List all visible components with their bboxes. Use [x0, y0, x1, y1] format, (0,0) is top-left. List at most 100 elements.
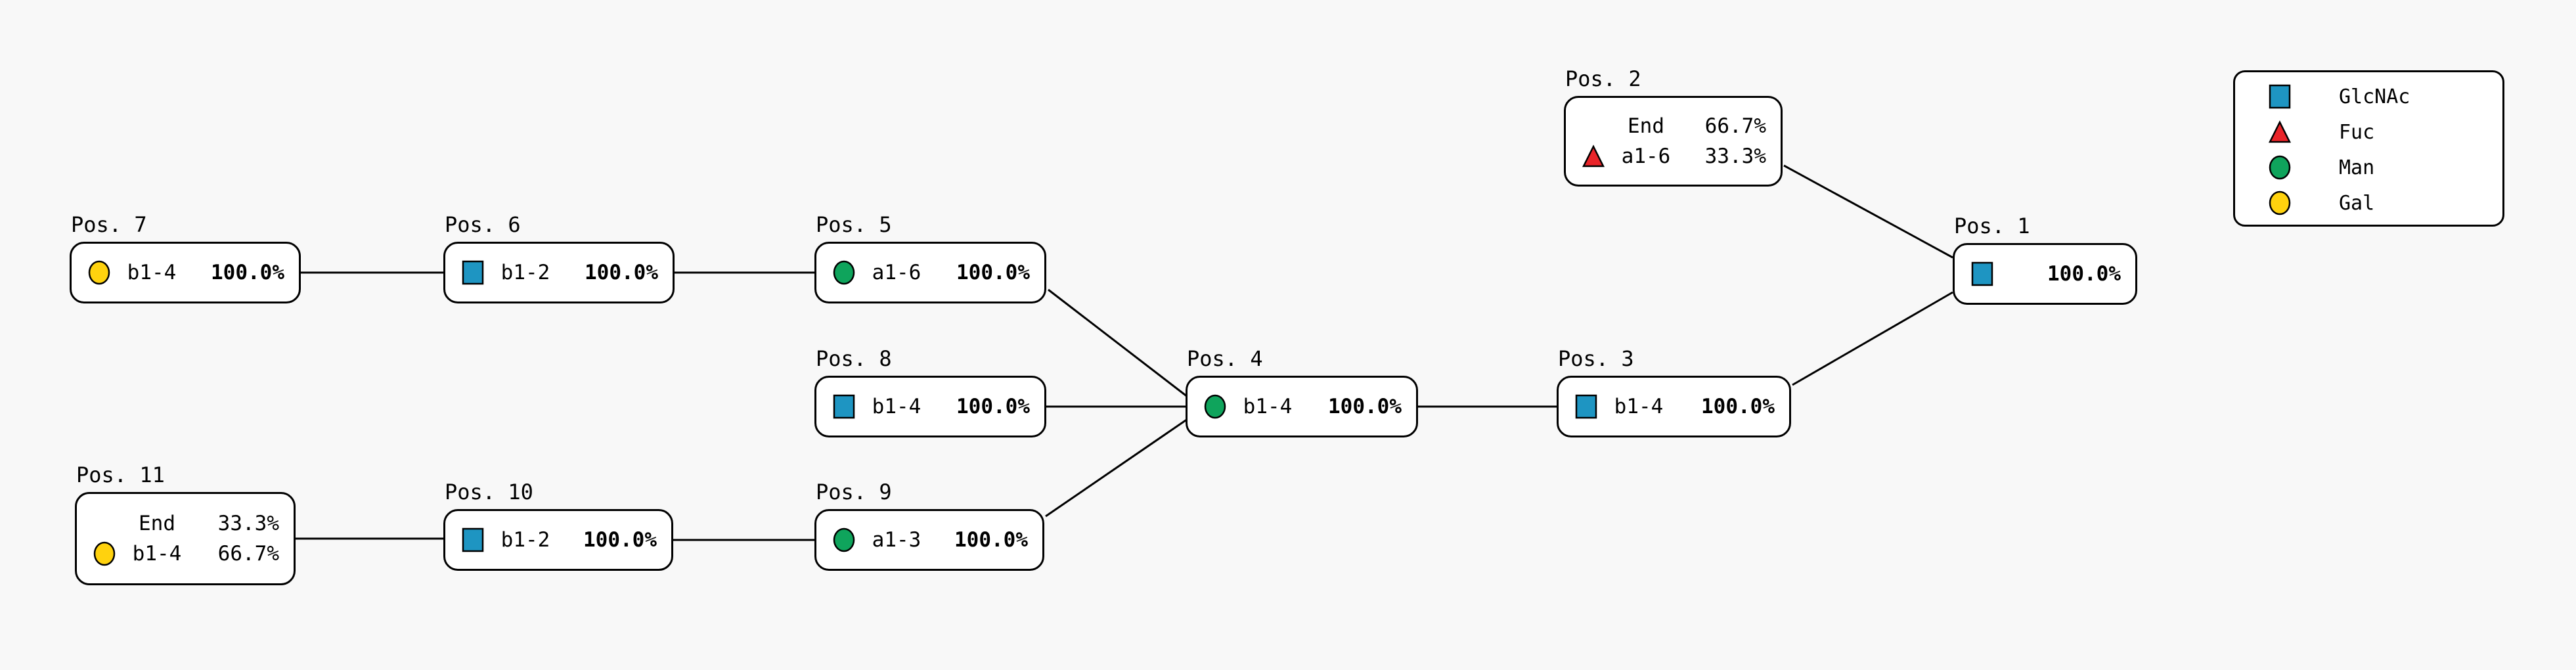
- legend-label: GlcNAc: [2339, 85, 2410, 108]
- node-row: a1-6 33.3%: [1566, 141, 1781, 171]
- edge-pos-5-to-pos-4: [1048, 288, 1188, 398]
- linkage-label: b1-4: [132, 542, 182, 566]
- linkage-label: b1-2: [500, 261, 550, 284]
- gal-circle-icon: [2268, 190, 2292, 216]
- edge-pos-3-to-pos-1: [1792, 291, 1953, 386]
- linkage-label: b1-2: [500, 528, 550, 552]
- glcnac-square-icon: [461, 259, 485, 286]
- node-row: a1-6 100.0%: [816, 257, 1044, 288]
- node-box: b1-4 100.0%: [1557, 376, 1791, 437]
- edge-pos-9-to-pos-4: [1045, 418, 1188, 518]
- glycan-node-pos-5: Pos. 5 a1-6 100.0%: [814, 214, 1046, 303]
- linkage-label: b1-4: [872, 395, 922, 418]
- legend-row-man: Man: [2235, 150, 2502, 185]
- linkage-label: b1-4: [127, 261, 177, 284]
- node-position-label: Pos. 8: [816, 346, 892, 371]
- node-position-label: Pos. 11: [76, 462, 165, 487]
- node-box: a1-3 100.0%: [814, 509, 1044, 571]
- node-row: 100.0%: [1955, 259, 2135, 289]
- node-box: b1-4 100.0%: [1186, 376, 1418, 437]
- node-row: b1-4 66.7%: [77, 539, 294, 569]
- node-box: End 33.3% b1-4 66.7%: [75, 492, 296, 585]
- glycan-node-pos-8: Pos. 8 b1-4 100.0%: [814, 348, 1046, 437]
- percent-label: 100.0%: [585, 261, 658, 284]
- fuc-triangle-icon: [1582, 143, 1605, 169]
- node-position-label: Pos. 2: [1565, 66, 1641, 91]
- legend-row-fuc: Fuc: [2235, 114, 2502, 150]
- glcnac-square-icon: [1970, 261, 1994, 287]
- fuc-triangle-icon: [2268, 119, 2292, 145]
- node-position-label: Pos. 1: [1954, 213, 2030, 238]
- percent-label: 100.0%: [2047, 262, 2121, 286]
- glycan-node-pos-10: Pos. 10 b1-2 100.0%: [443, 481, 673, 571]
- glycan-node-pos-1: Pos. 1 100.0%: [1953, 215, 2137, 305]
- percent-label: 100.0%: [954, 528, 1028, 552]
- linkage-label: a1-6: [872, 261, 922, 284]
- linkage-label: End: [1628, 114, 1664, 138]
- legend-label: Man: [2339, 156, 2375, 179]
- man-circle-icon: [1203, 393, 1227, 420]
- linkage-label: a1-6: [1621, 145, 1671, 168]
- node-box: b1-4 100.0%: [814, 376, 1046, 437]
- percent-label: 100.0%: [583, 528, 657, 552]
- legend-label: Gal: [2339, 191, 2375, 215]
- node-position-label: Pos. 6: [445, 212, 521, 237]
- linkage-label: b1-4: [1243, 395, 1293, 418]
- percent-label: 33.3%: [1704, 145, 1766, 168]
- percent-label: 100.0%: [211, 261, 284, 284]
- node-row: b1-2 100.0%: [445, 525, 671, 555]
- node-position-label: Pos. 5: [816, 212, 892, 237]
- percent-label: 100.0%: [1328, 395, 1402, 418]
- icon-placeholder: [1582, 113, 1605, 139]
- edge-pos-2-to-pos-1: [1783, 164, 1953, 259]
- linkage-label: b1-4: [1614, 395, 1664, 418]
- gal-circle-icon: [93, 541, 116, 567]
- man-circle-icon: [832, 527, 856, 553]
- man-circle-icon: [832, 259, 856, 286]
- node-box: b1-2 100.0%: [443, 242, 675, 303]
- legend-row-gal: Gal: [2235, 185, 2502, 221]
- percent-label: 100.0%: [956, 261, 1030, 284]
- node-box: End 66.7% a1-6 33.3%: [1564, 96, 1783, 187]
- node-row: End 66.7%: [1566, 111, 1781, 141]
- node-box: a1-6 100.0%: [814, 242, 1046, 303]
- linkage-label: a1-3: [872, 528, 922, 552]
- glycan-node-pos-4: Pos. 4 b1-4 100.0%: [1186, 348, 1418, 437]
- linkage-label: End: [139, 512, 175, 535]
- glcnac-square-icon: [1574, 393, 1598, 420]
- node-row: b1-4 100.0%: [1188, 391, 1416, 422]
- node-position-label: Pos. 10: [445, 480, 533, 504]
- glycan-node-pos-7: Pos. 7 b1-4 100.0%: [70, 214, 301, 303]
- node-row: b1-4 100.0%: [1559, 391, 1789, 422]
- node-position-label: Pos. 7: [71, 212, 147, 237]
- glcnac-square-icon: [832, 393, 856, 420]
- gal-circle-icon: [87, 259, 111, 286]
- percent-label: 66.7%: [217, 542, 279, 566]
- icon-placeholder: [93, 510, 116, 537]
- glcnac-square-icon: [461, 527, 485, 553]
- glycan-node-pos-2: Pos. 2 End 66.7% a1-6 33.3%: [1564, 68, 1783, 187]
- glycan-node-pos-11: Pos. 11 End 33.3% b1-4 66.7%: [75, 464, 296, 585]
- percent-label: 100.0%: [956, 395, 1030, 418]
- man-circle-icon: [2268, 154, 2292, 181]
- node-position-label: Pos. 9: [816, 480, 892, 504]
- percent-label: 66.7%: [1704, 114, 1766, 138]
- node-row: b1-2 100.0%: [445, 257, 673, 288]
- node-row: End 33.3%: [77, 508, 294, 539]
- glycan-node-pos-6: Pos. 6 b1-2 100.0%: [443, 214, 675, 303]
- node-position-label: Pos. 4: [1187, 346, 1263, 371]
- legend-row-glcnac: GlcNAc: [2235, 79, 2502, 114]
- node-row: a1-3 100.0%: [816, 525, 1042, 555]
- glycan-node-pos-9: Pos. 9 a1-3 100.0%: [814, 481, 1044, 571]
- node-position-label: Pos. 3: [1558, 346, 1634, 371]
- node-row: b1-4 100.0%: [816, 391, 1044, 422]
- glcnac-square-icon: [2268, 83, 2292, 110]
- percent-label: 100.0%: [1701, 395, 1775, 418]
- percent-label: 33.3%: [217, 512, 279, 535]
- legend-label: Fuc: [2339, 120, 2375, 144]
- node-box: b1-2 100.0%: [443, 509, 673, 571]
- node-row: b1-4 100.0%: [72, 257, 299, 288]
